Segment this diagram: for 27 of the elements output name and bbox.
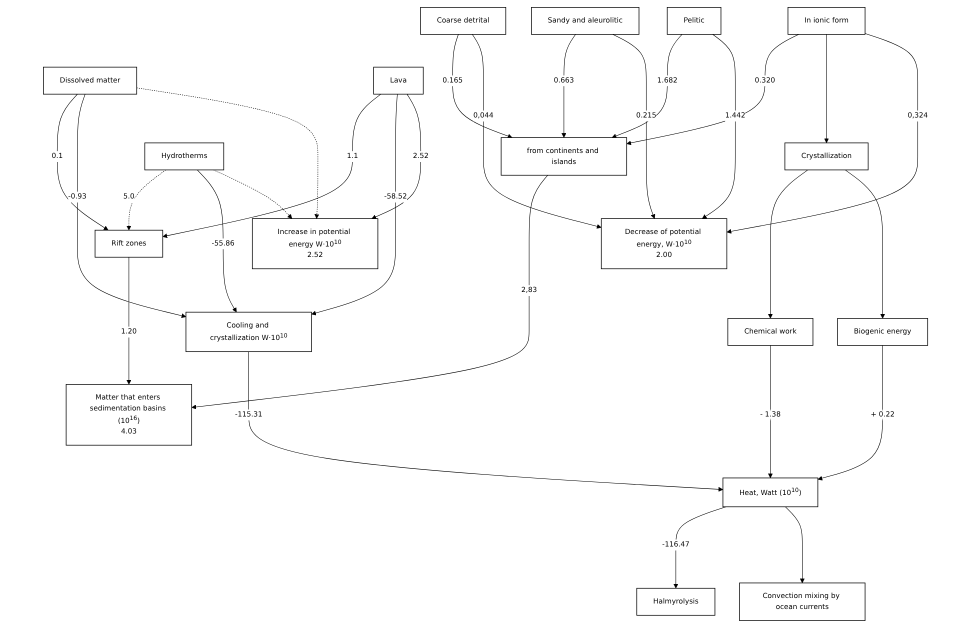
arrow bbox=[768, 345, 773, 478]
arrow bbox=[768, 170, 808, 319]
arrow bbox=[371, 94, 421, 220]
arrow bbox=[561, 34, 576, 138]
arrow bbox=[702, 34, 736, 219]
arrow bbox=[76, 94, 186, 318]
arrow bbox=[824, 34, 829, 144]
arrow bbox=[673, 506, 726, 588]
arrow bbox=[56, 94, 108, 230]
arrow bbox=[612, 34, 656, 219]
arrow bbox=[612, 34, 682, 138]
arrow bbox=[248, 351, 723, 492]
arrow bbox=[213, 170, 292, 219]
arrow bbox=[472, 34, 602, 229]
arrow bbox=[162, 94, 381, 238]
arrow bbox=[726, 33, 918, 234]
arrow bbox=[818, 345, 883, 480]
arrow bbox=[196, 170, 237, 312]
arrow bbox=[126, 170, 166, 230]
arrow bbox=[126, 256, 132, 385]
arrow bbox=[452, 34, 512, 138]
arrow bbox=[844, 170, 885, 319]
arrow bbox=[311, 94, 398, 316]
arrow bbox=[136, 88, 320, 219]
arrow bbox=[784, 506, 805, 584]
arrow bbox=[191, 174, 548, 410]
arrow bbox=[626, 34, 799, 146]
